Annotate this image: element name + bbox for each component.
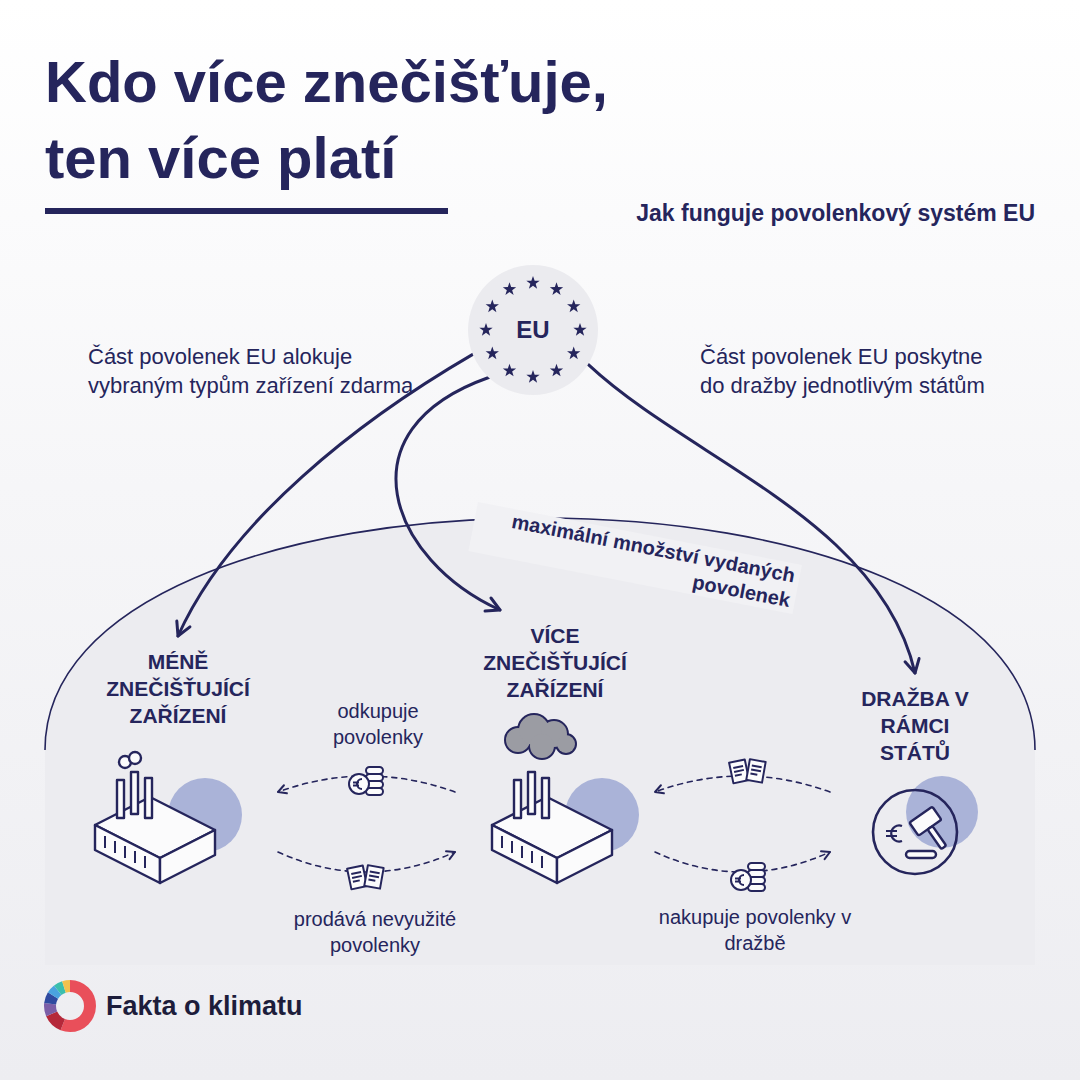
edge-label: Část povolenek EU poskytne do dražby jed… (700, 342, 990, 400)
edge-label-holder: nakupuje povolenky v dražbě (655, 904, 855, 957)
logo-wordmark: Fakta o klimatu (106, 990, 426, 1022)
coins-icon (731, 863, 765, 891)
flow-arrow (396, 378, 500, 612)
edge-label: prodává nevyužité povolenky (265, 906, 485, 959)
edge-label-holder: Část povolenek EU alokuje vybraným typům… (88, 342, 418, 400)
polluting-factory-icon (492, 715, 639, 883)
arrow-head (177, 621, 190, 636)
arrow-head (821, 851, 830, 859)
dome-fill (45, 518, 1035, 965)
node-heading: MÉNĚ ZNEČIŠŤUJÍCÍ ZAŘÍZENÍ (83, 648, 273, 729)
node-label: EU (516, 316, 549, 344)
factory-icon (95, 752, 242, 883)
auction-gavel-icon (873, 776, 978, 874)
arrow-line (655, 852, 830, 872)
edge-label: nakupuje povolenky v dražbě (655, 904, 855, 957)
arrow-head (485, 598, 500, 611)
flow-arrow (655, 851, 830, 872)
arrow-line (588, 364, 915, 673)
arrow-head (278, 785, 287, 793)
auction-node: DRAŽBA V RÁMCI STÁTŮ (830, 673, 1000, 888)
flow-arrow (588, 364, 919, 673)
arrow-head (655, 785, 664, 793)
dome-label: maximální množství vydaných povolenek (468, 502, 801, 614)
permit-documents-icon (347, 865, 384, 889)
permit-documents-icon (729, 759, 766, 783)
coins-icon (349, 767, 383, 795)
eu-flag-circle (468, 265, 598, 395)
subtitle-holder: Jak funguje povolenkový systém EU (470, 198, 1035, 228)
title-holder: Kdo více znečišťuje, ten více platí (45, 44, 705, 196)
main-title: Kdo více znečišťuje, ten více platí (45, 44, 705, 196)
arrow-line (396, 378, 500, 610)
logo-donut (50, 986, 90, 1026)
arrow-head (446, 851, 455, 859)
edge-label-holder: prodává nevyužité povolenky (265, 906, 485, 959)
edge-label-holder: Část povolenek EU poskytne do dražby jed… (700, 342, 990, 400)
node-heading: DRAŽBA V RÁMCI STÁTŮ (856, 685, 974, 766)
dome-label-holder: maximální množství vydaných povolenek (468, 502, 801, 614)
emission-cap-dome: maximální množství vydaných povolenekMÉN… (45, 518, 1035, 965)
arrow-head (905, 659, 919, 673)
logo-wordmark-holder: Fakta o klimatu (106, 990, 426, 1022)
subtitle: Jak funguje povolenkový systém EU (470, 198, 1035, 228)
edge-label: odkupuje povolenky (313, 698, 443, 751)
title-underline (45, 208, 448, 214)
edge-label: Část povolenek EU alokuje vybraným typům… (88, 342, 418, 400)
edge-label-holder: odkupuje povolenky (313, 698, 443, 751)
facility-node: VÍCE ZNEČIŠŤUJÍCÍ ZAŘÍZENÍ (455, 610, 655, 888)
node-heading: VÍCE ZNEČIŠŤUJÍCÍ ZAŘÍZENÍ (460, 622, 650, 703)
facility-node: MÉNĚ ZNEČIŠŤUJÍCÍ ZAŘÍZENÍ (78, 636, 278, 888)
eu-circle: EU (468, 265, 598, 395)
